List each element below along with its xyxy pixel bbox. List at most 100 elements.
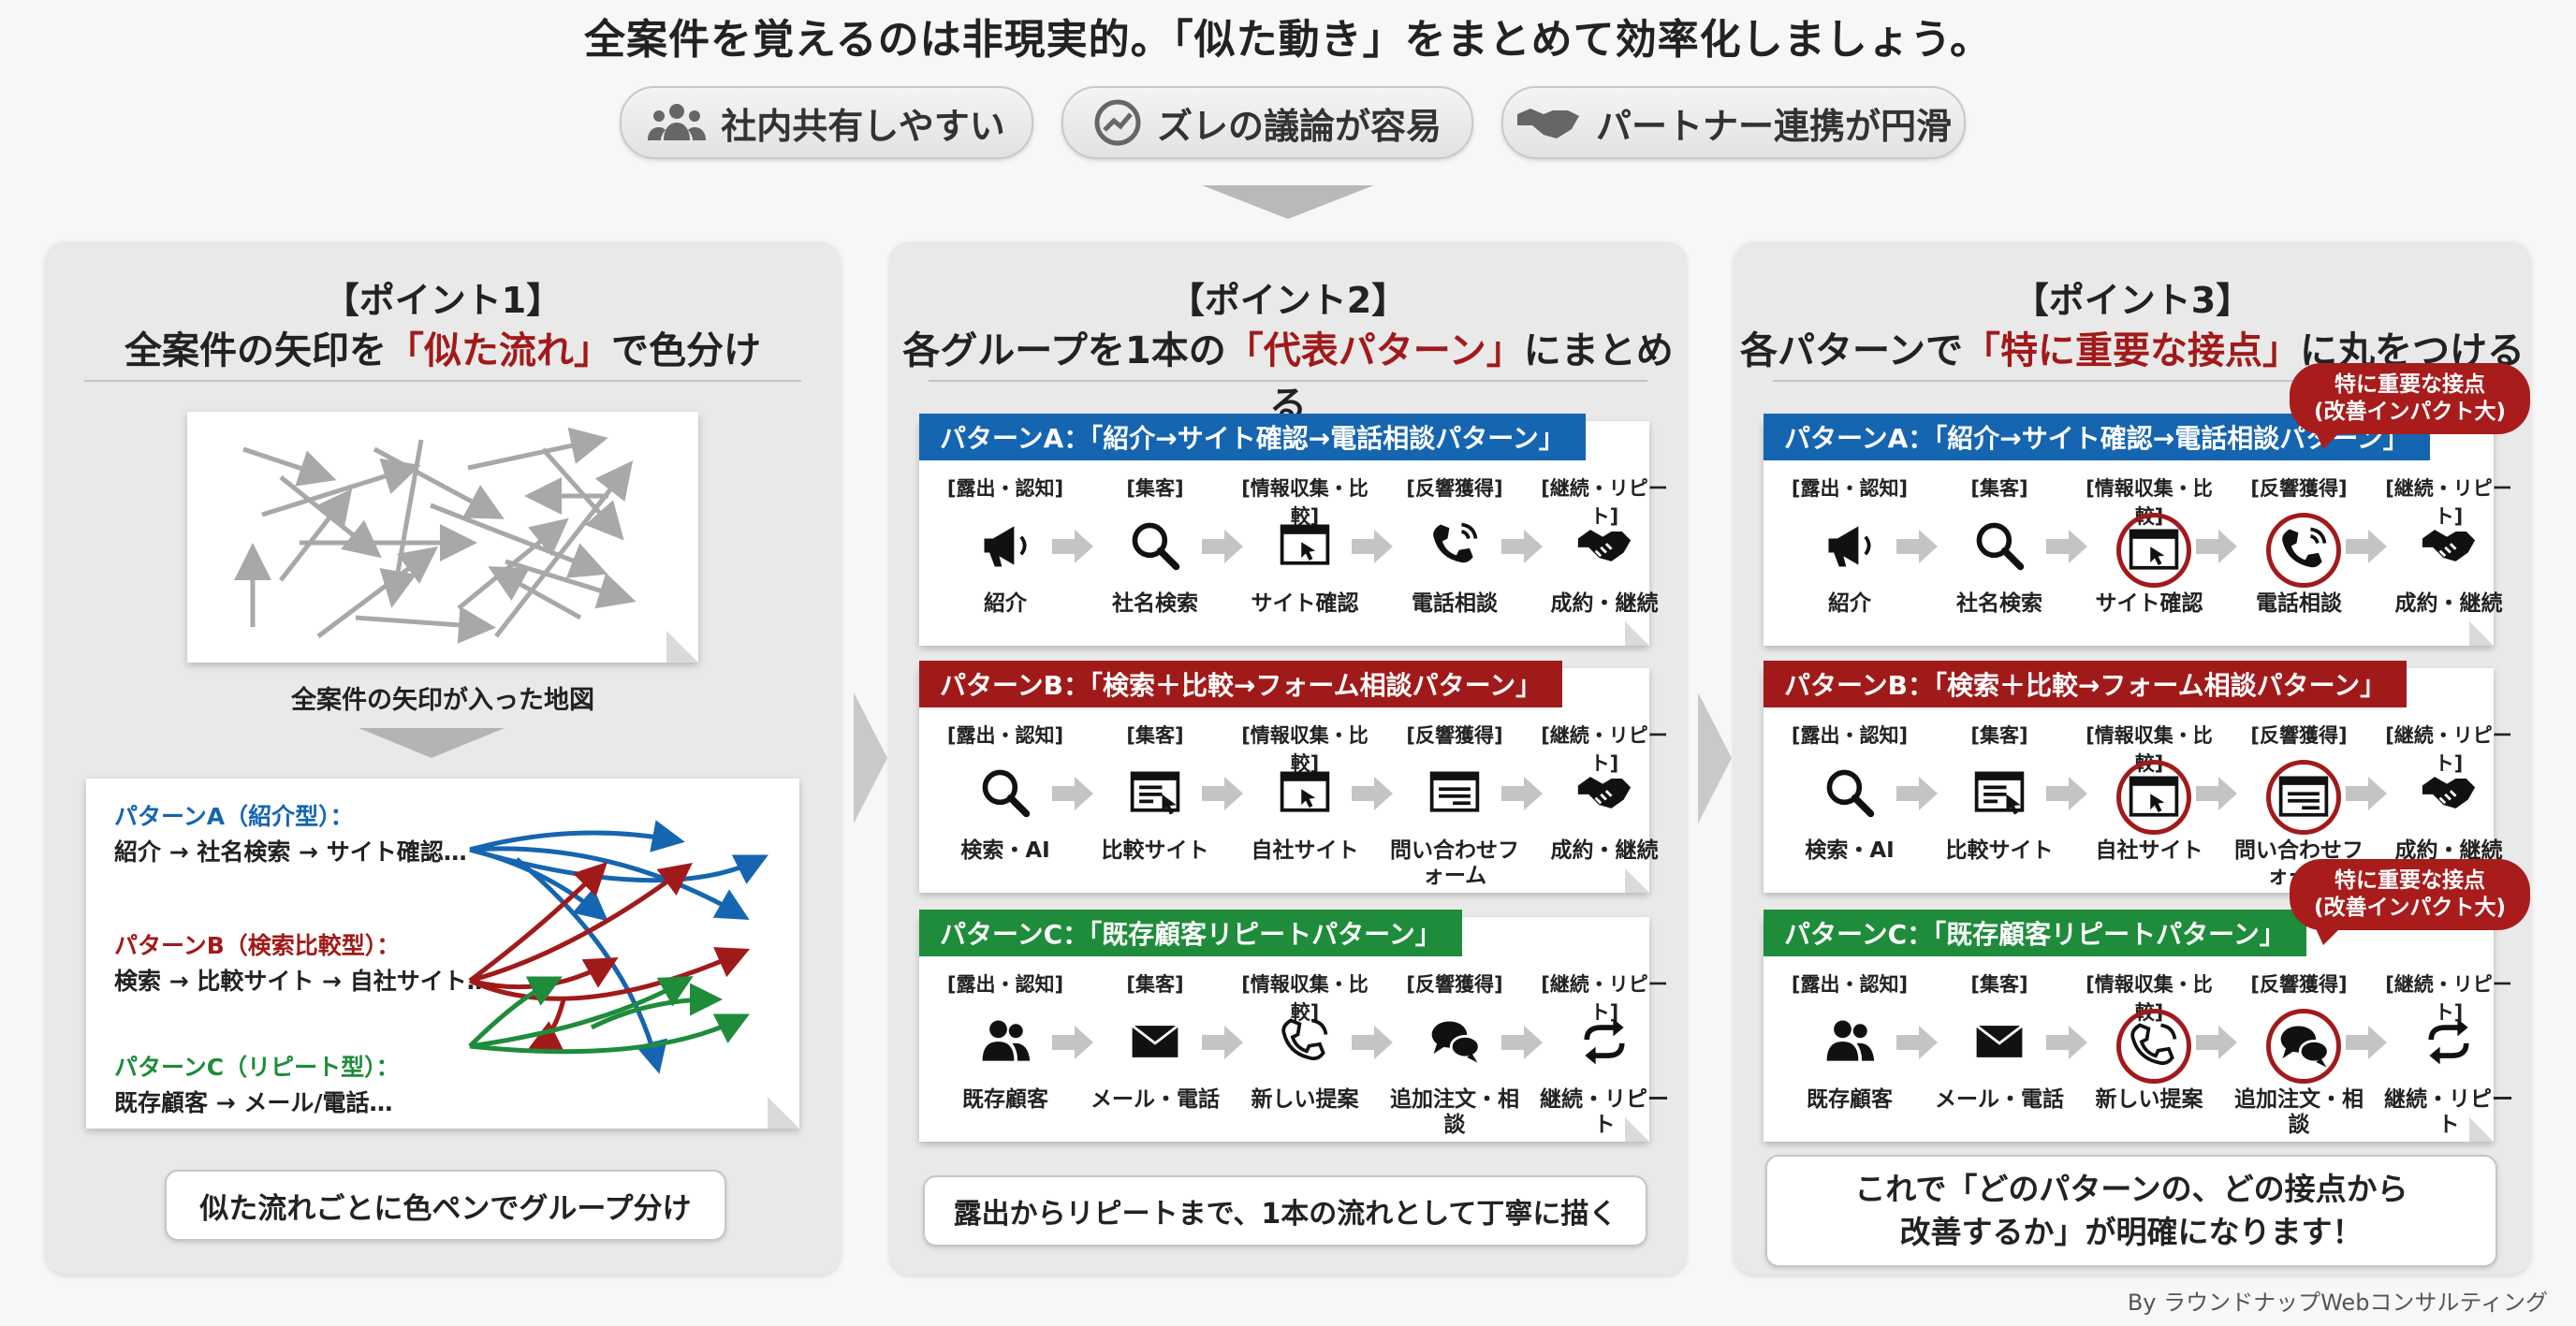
touchpoint <box>1967 1009 2032 1074</box>
pattern-card: パターンC：「既存顧客リピートパターン」[露出・認知]既存顧客[集客]メール・電… <box>1764 910 2513 1142</box>
title-text: で色分け <box>611 329 761 372</box>
stage-label: [反響獲得] <box>2250 724 2348 747</box>
stage-label: [反響獲得] <box>2250 973 2348 996</box>
handshake-icon <box>1516 109 1579 138</box>
stage-label: [反響獲得] <box>1406 477 1503 500</box>
panel-point-2: 【ポイント2】 各グループを1本の「代表パターン」にまとめる パターンA：「紹介… <box>889 241 1687 1275</box>
step-label: 紹介 <box>984 591 1027 616</box>
pattern-tag: パターンA：「紹介→サイト確認→電話相談パターン」 <box>919 414 1586 460</box>
map-caption: 全案件の矢印が入った地図 <box>291 686 594 715</box>
stage-label: [露出・認知] <box>1791 973 1909 996</box>
chevron-right-icon <box>2046 777 2087 810</box>
pattern-card: パターンB：「検索＋比較→フォーム相談パターン」[露出・認知]検索・AI[集客]… <box>1764 661 2512 893</box>
touchpoint <box>1817 1009 1882 1074</box>
benefit-pill-discussion: ズレの議論が容易 <box>1061 86 1473 159</box>
chevron-right-icon <box>1202 1026 1243 1059</box>
step-label: 追加注文・相談 <box>1390 1087 1519 1137</box>
pattern-card: パターンA：「紹介→サイト確認→電話相談パターン」[露出・認知]紹介[集客]社名… <box>1764 414 2512 646</box>
chevron-right-icon <box>1352 1026 1393 1059</box>
step-label: 社名検索 <box>1112 591 1198 616</box>
chat-bubbles-icon <box>1431 1021 1481 1063</box>
stage-label: [露出・認知] <box>946 724 1064 747</box>
chevron-right-icon <box>1501 1026 1543 1059</box>
chevron-right-icon <box>1052 777 1093 810</box>
touchpoint <box>2416 513 2481 578</box>
important-touchpoint-bubble: 特に重要な接点(改善インパクト大) <box>2290 363 2531 449</box>
callout-panel-3: これで「どのパターンの、どの接点から 改善するか」が明確になります！ <box>1765 1155 2497 1267</box>
pattern-card: パターンA：「紹介→サイト確認→電話相談パターン」[露出・認知]紹介[集客]社名… <box>919 414 1668 646</box>
step-label: 問い合わせフォーム <box>1390 838 1519 888</box>
stage-label: [集客] <box>1126 477 1184 500</box>
stage-label: [集客] <box>1970 724 2028 747</box>
stage-label: [継続・リピート] <box>1541 973 1668 1024</box>
highlighted-touchpoint <box>2116 760 2191 835</box>
divider <box>929 380 1647 382</box>
stage-label: [情報収集・比較] <box>1241 477 1368 528</box>
legend-name: パターンB（検索比較型）： <box>114 932 401 959</box>
bubble-line: (改善インパクト大) <box>2314 896 2507 920</box>
arrow-map-sheet <box>187 412 698 663</box>
touchpoint <box>1272 1009 1338 1074</box>
chevron-right-icon <box>2196 777 2237 810</box>
step-label: 成約・継続 <box>2394 591 2503 616</box>
step-label: 検索・AI <box>960 838 1050 863</box>
title-text: 各パターンで <box>1740 329 1963 372</box>
step-label: 検索・AI <box>1805 838 1895 863</box>
touchpoint <box>1272 760 1338 825</box>
step-label: 継続・リピート <box>1540 1087 1669 1137</box>
chevron-right-icon <box>1501 530 1543 563</box>
colored-arrows-diagram <box>468 820 768 1074</box>
pattern-tag: パターンC：「既存顧客リピートパターン」 <box>1764 910 2306 956</box>
touchpoint <box>1272 513 1338 578</box>
handshake-icon <box>2422 777 2476 809</box>
form-icon <box>1429 771 1480 812</box>
megaphone-icon <box>984 526 1027 567</box>
chevron-right-icon <box>1501 777 1543 810</box>
customers-icon <box>982 1020 1031 1061</box>
megaphone-icon <box>1828 526 1871 567</box>
highlighted-touchpoint <box>2116 513 2191 588</box>
compare-list-icon <box>1130 771 1180 815</box>
panel-point-3: 【ポイント3】 各パターンで「特に重要な接点」に丸をつける パターンA：「紹介→… <box>1734 241 2531 1275</box>
step-label: 電話相談 <box>1412 591 1498 616</box>
chevron-right-icon <box>1352 777 1393 810</box>
pattern-tag: パターンB：「検索＋比較→フォーム相談パターン」 <box>919 661 1563 707</box>
chevron-right-icon <box>1202 530 1243 563</box>
title-emphasis: 「似た流れ」 <box>387 329 611 372</box>
legend-flow: 紹介 → 社名検索 → サイト確認… <box>114 838 467 866</box>
highlighted-touchpoint <box>2266 1009 2341 1084</box>
phone-handset-icon <box>2130 1023 2177 1066</box>
point-label: 【ポイント1】 <box>323 280 563 321</box>
stage-label: [反響獲得] <box>1406 724 1503 747</box>
pattern-tag: パターンB：「検索＋比較→フォーム相談パターン」 <box>1764 661 2408 707</box>
down-arrow <box>359 728 505 758</box>
touchpoint <box>1422 513 1487 578</box>
phone-icon <box>1433 522 1478 563</box>
handshake-icon <box>1577 530 1632 561</box>
important-touchpoint-bubble: 特に重要な接点(改善インパクト大) <box>2290 859 2531 945</box>
highlighted-touchpoint <box>2266 513 2341 588</box>
repeat-icon <box>1584 1018 1625 1065</box>
stage-label: [継続・リピート] <box>1541 724 1668 775</box>
touchpoint <box>973 513 1038 578</box>
mail-icon <box>1975 1025 2024 1057</box>
repeat-icon <box>2428 1018 2469 1065</box>
handshake-icon <box>1577 777 1632 809</box>
step-label: 電話相談 <box>2256 591 2342 616</box>
touchpoint <box>1817 760 1882 825</box>
benefit-label: 社内共有しやすい <box>721 105 1005 147</box>
touchpoint <box>1817 513 1882 578</box>
step-label: 既存顧客 <box>962 1087 1048 1112</box>
point-title: 全案件の矢印を「似た流れ」で色分け <box>45 320 841 374</box>
highlighted-touchpoint <box>2116 1009 2191 1084</box>
chevron-right-icon <box>1202 777 1243 810</box>
bubble-line: (改善インパクト大) <box>2314 400 2507 424</box>
chevron-right-icon <box>2046 530 2087 563</box>
stage-label: [集客] <box>1970 973 2028 996</box>
step-label: 自社サイト <box>2095 838 2203 863</box>
search-icon <box>1132 522 1180 571</box>
stage-label: [継続・リピート] <box>1541 477 1668 528</box>
touchpoint <box>973 1009 1038 1074</box>
benefit-pill-sharing: 社内共有しやすい <box>620 86 1033 159</box>
page-fold <box>768 1097 799 1129</box>
